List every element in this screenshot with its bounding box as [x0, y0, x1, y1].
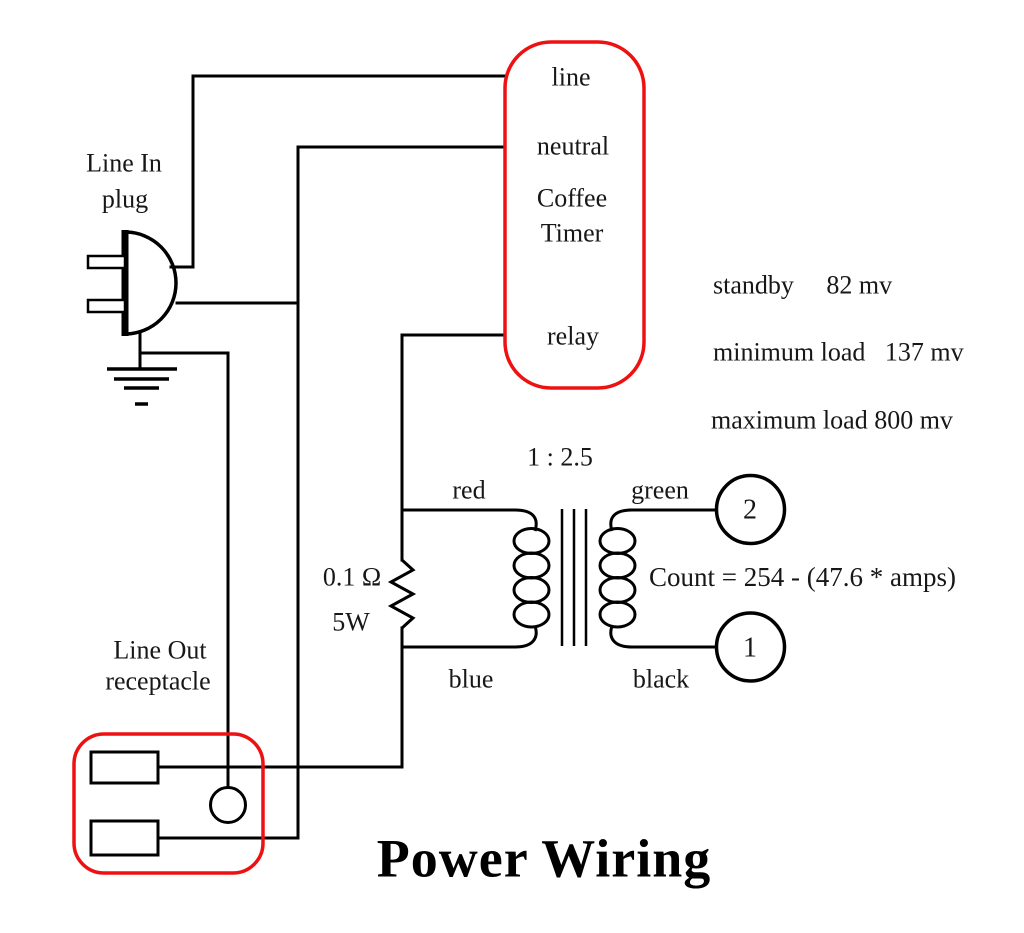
resistor-value: 0.1 Ω — [322, 562, 382, 592]
line-in-label-2: plug — [101, 184, 149, 214]
terminal-number-2: 2 — [743, 494, 757, 526]
transformer-core — [560, 509, 588, 646]
receptacle-slot-bottom — [89, 819, 160, 857]
receptacle-ground-hole — [209, 786, 247, 824]
line-wire — [169, 74, 507, 269]
count-formula: Count = 254 - (47.6 * amps) — [649, 561, 956, 592]
resistor-icon — [387, 558, 417, 630]
line-out-label-1: Line Out — [113, 635, 207, 665]
ground-icon — [107, 367, 177, 406]
timer-terminal-line: line — [551, 62, 591, 92]
measurement-standby: standby 82 mv — [713, 270, 893, 300]
plug-prong-top — [86, 254, 127, 270]
line-in-plug-icon — [86, 230, 178, 336]
relay-wire — [400, 333, 507, 562]
transformer-ratio: 1 : 2.5 — [527, 442, 593, 472]
wire-label-blue: blue — [448, 664, 494, 694]
wires — [138, 74, 718, 840]
primary-exit — [514, 625, 538, 649]
timer-name-2: Timer — [540, 218, 604, 248]
page-title: Power Wiring — [376, 828, 712, 889]
line-out-receptacle — [72, 732, 265, 875]
receptacle-slot-top — [89, 750, 160, 785]
wire-label-green: green — [631, 475, 689, 505]
terminal-circle-1 — [714, 611, 787, 683]
measurement-max-load: maximum load 800 mv — [711, 405, 953, 435]
resistor-power: 5W — [332, 607, 370, 637]
coffee-timer-box — [503, 40, 646, 390]
plug-body — [124, 230, 178, 336]
relay-return-wire — [156, 626, 404, 769]
timer-terminal-relay: relay — [547, 321, 599, 351]
timer-terminal-neutral: neutral — [536, 131, 610, 161]
terminal-circle-2 — [714, 473, 787, 546]
ground-branch-wire — [138, 351, 230, 789]
measurement-min-load: minimum load 137 mv — [713, 337, 964, 367]
line-in-label-1: Line In — [86, 148, 162, 178]
line-out-label-2: receptacle — [105, 666, 211, 696]
receptacle-box — [72, 732, 265, 875]
terminal-number-1: 1 — [743, 632, 757, 664]
plug-prong-bottom — [86, 298, 127, 314]
wire-label-red: red — [452, 475, 486, 505]
secondary-exit — [609, 625, 633, 649]
wire-label-black: black — [632, 664, 690, 694]
transformer-icon — [512, 508, 637, 649]
timer-name-1: Coffee — [536, 183, 608, 213]
neutral-wire — [156, 145, 507, 840]
